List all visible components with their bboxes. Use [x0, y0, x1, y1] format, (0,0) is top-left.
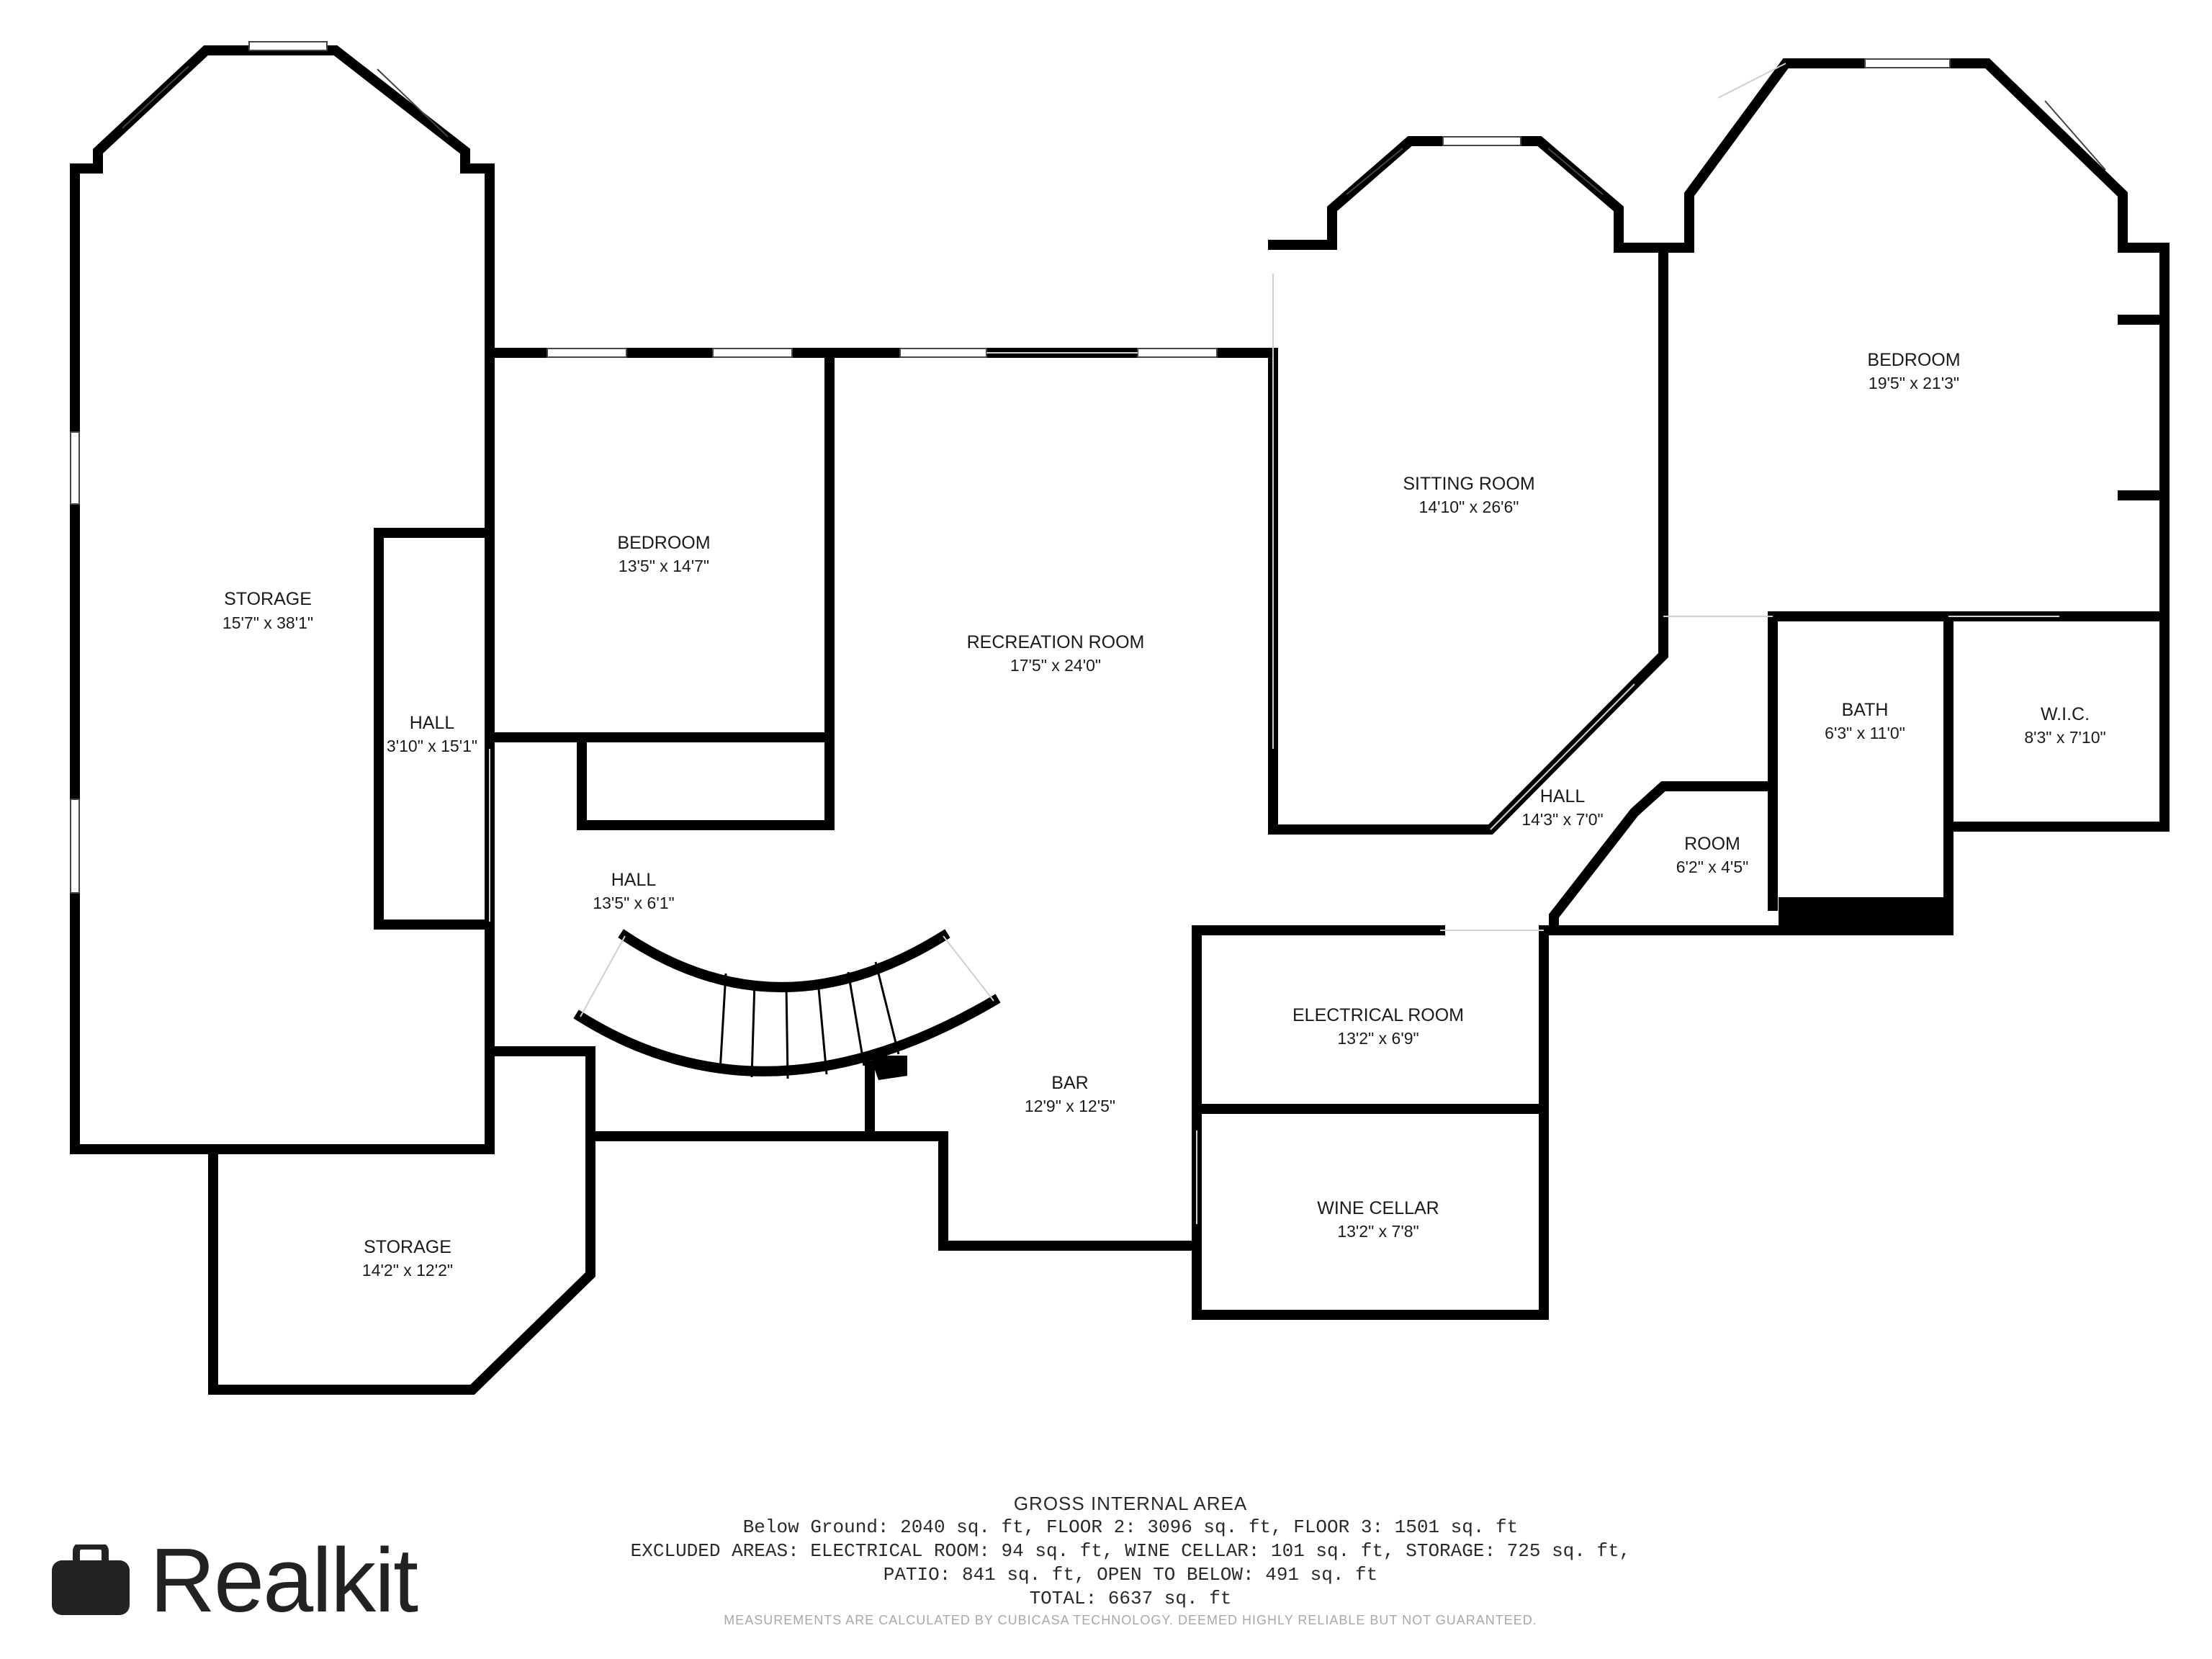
summary-line-excluded: EXCLUDED AREAS: ELECTRICAL ROOM: 94 sq. …	[630, 1540, 1631, 1562]
room-dims-wine: 13'2" x 7'8"	[1337, 1222, 1419, 1241]
wall-room-small	[1549, 781, 1778, 935]
room-dims-bar: 12'9" x 12'5"	[1025, 1097, 1115, 1115]
wall-stair-outer	[573, 994, 1001, 1076]
summary-line-patio: PATIO: 841 sq. ft, OPEN TO BELOW: 491 sq…	[883, 1564, 1378, 1586]
wall-bedroom-left	[577, 348, 835, 830]
room-label-bar: BAR	[1051, 1073, 1088, 1093]
room-dims-recreation: 17'5" x 24'0"	[1010, 656, 1101, 675]
room-dims-hall-left: 3'10" x 15'1"	[387, 737, 477, 755]
wall-bedroom-right-closet	[2118, 315, 2170, 500]
room-dims-hall-right: 14'3" x 7'0"	[1521, 810, 1603, 829]
disclaimer: MEASUREMENTS ARE CALCULATED BY CUBICASA …	[724, 1613, 1537, 1627]
room-label-storage-left: STORAGE	[224, 589, 312, 609]
room-dims-sitting: 14'10" x 26'6"	[1419, 498, 1519, 516]
room-label-bedroom-right: BEDROOM	[1867, 350, 1960, 370]
room-dims-storage-bottom: 14'2" x 12'2"	[362, 1261, 453, 1280]
room-label-bedroom-left: BEDROOM	[617, 533, 710, 553]
wall-storage-bottom	[208, 1131, 595, 1395]
wall-hall-mid-left	[485, 920, 595, 1154]
stair-treads	[719, 961, 900, 1079]
room-dims-bedroom-right: 19'5" x 21'3"	[1869, 374, 1959, 392]
room-label-bath: BATH	[1842, 700, 1889, 720]
room-label-hall-mid: HALL	[611, 870, 657, 890]
briefcase-icon	[52, 1545, 130, 1615]
room-dims-room-small: 6'2" x 4'5"	[1676, 858, 1749, 876]
area-summary: GROSS INTERNAL AREA Below Ground: 2040 s…	[547, 1492, 1714, 1611]
room-dims-electrical: 13'2" x 6'9"	[1337, 1029, 1419, 1048]
summary-line-floors: Below Ground: 2040 sq. ft, FLOOR 2: 3096…	[742, 1516, 1519, 1538]
openings	[489, 63, 2059, 1224]
room-label-sitting: SITTING ROOM	[1403, 474, 1534, 494]
room-dims-bedroom-left: 13'5" x 14'7"	[619, 557, 709, 575]
room-label-hall-right: HALL	[1540, 786, 1586, 806]
wall-stair-inner	[618, 929, 950, 992]
room-label-room-small: ROOM	[1684, 834, 1740, 854]
room-label-electrical: ELECTRICAL ROOM	[1292, 1005, 1464, 1025]
room-label-recreation: RECREATION ROOM	[967, 632, 1145, 652]
room-labels: STORAGE 15'7" x 38'1" HALL 3'10" x 15'1"…	[222, 350, 2106, 1280]
windows	[70, 41, 2106, 894]
room-label-wic: W.I.C.	[2041, 704, 2090, 724]
stair-landing	[870, 1056, 907, 1080]
brand-logo: Realkit	[50, 1529, 418, 1631]
room-dims-wic: 8'3" x 7'10"	[2024, 728, 2105, 747]
bath-cabinet	[1779, 897, 1948, 930]
room-dims-hall-mid: 13'5" x 6'1"	[593, 894, 674, 912]
wall-bar-bottom	[585, 1046, 1202, 1251]
summary-line-total: TOTAL: 6637 sq. ft	[1029, 1588, 1232, 1609]
room-dims-storage-left: 15'7" x 38'1"	[222, 613, 313, 632]
room-label-hall-left: HALL	[410, 713, 455, 733]
wall-hall-left	[374, 528, 495, 930]
room-label-wine: WINE CELLAR	[1317, 1198, 1439, 1218]
walls	[70, 45, 2170, 1395]
wall-top-middle	[485, 348, 1278, 835]
summary-title: GROSS INTERNAL AREA	[1013, 1493, 1248, 1514]
room-dims-bath: 6'3" x 11'0"	[1825, 724, 1905, 742]
brand-name: Realkit	[150, 1529, 418, 1631]
wall-electrical-wine	[1192, 925, 1549, 1320]
wall-bath	[1549, 607, 1954, 935]
room-label-storage-bottom: STORAGE	[364, 1237, 451, 1257]
